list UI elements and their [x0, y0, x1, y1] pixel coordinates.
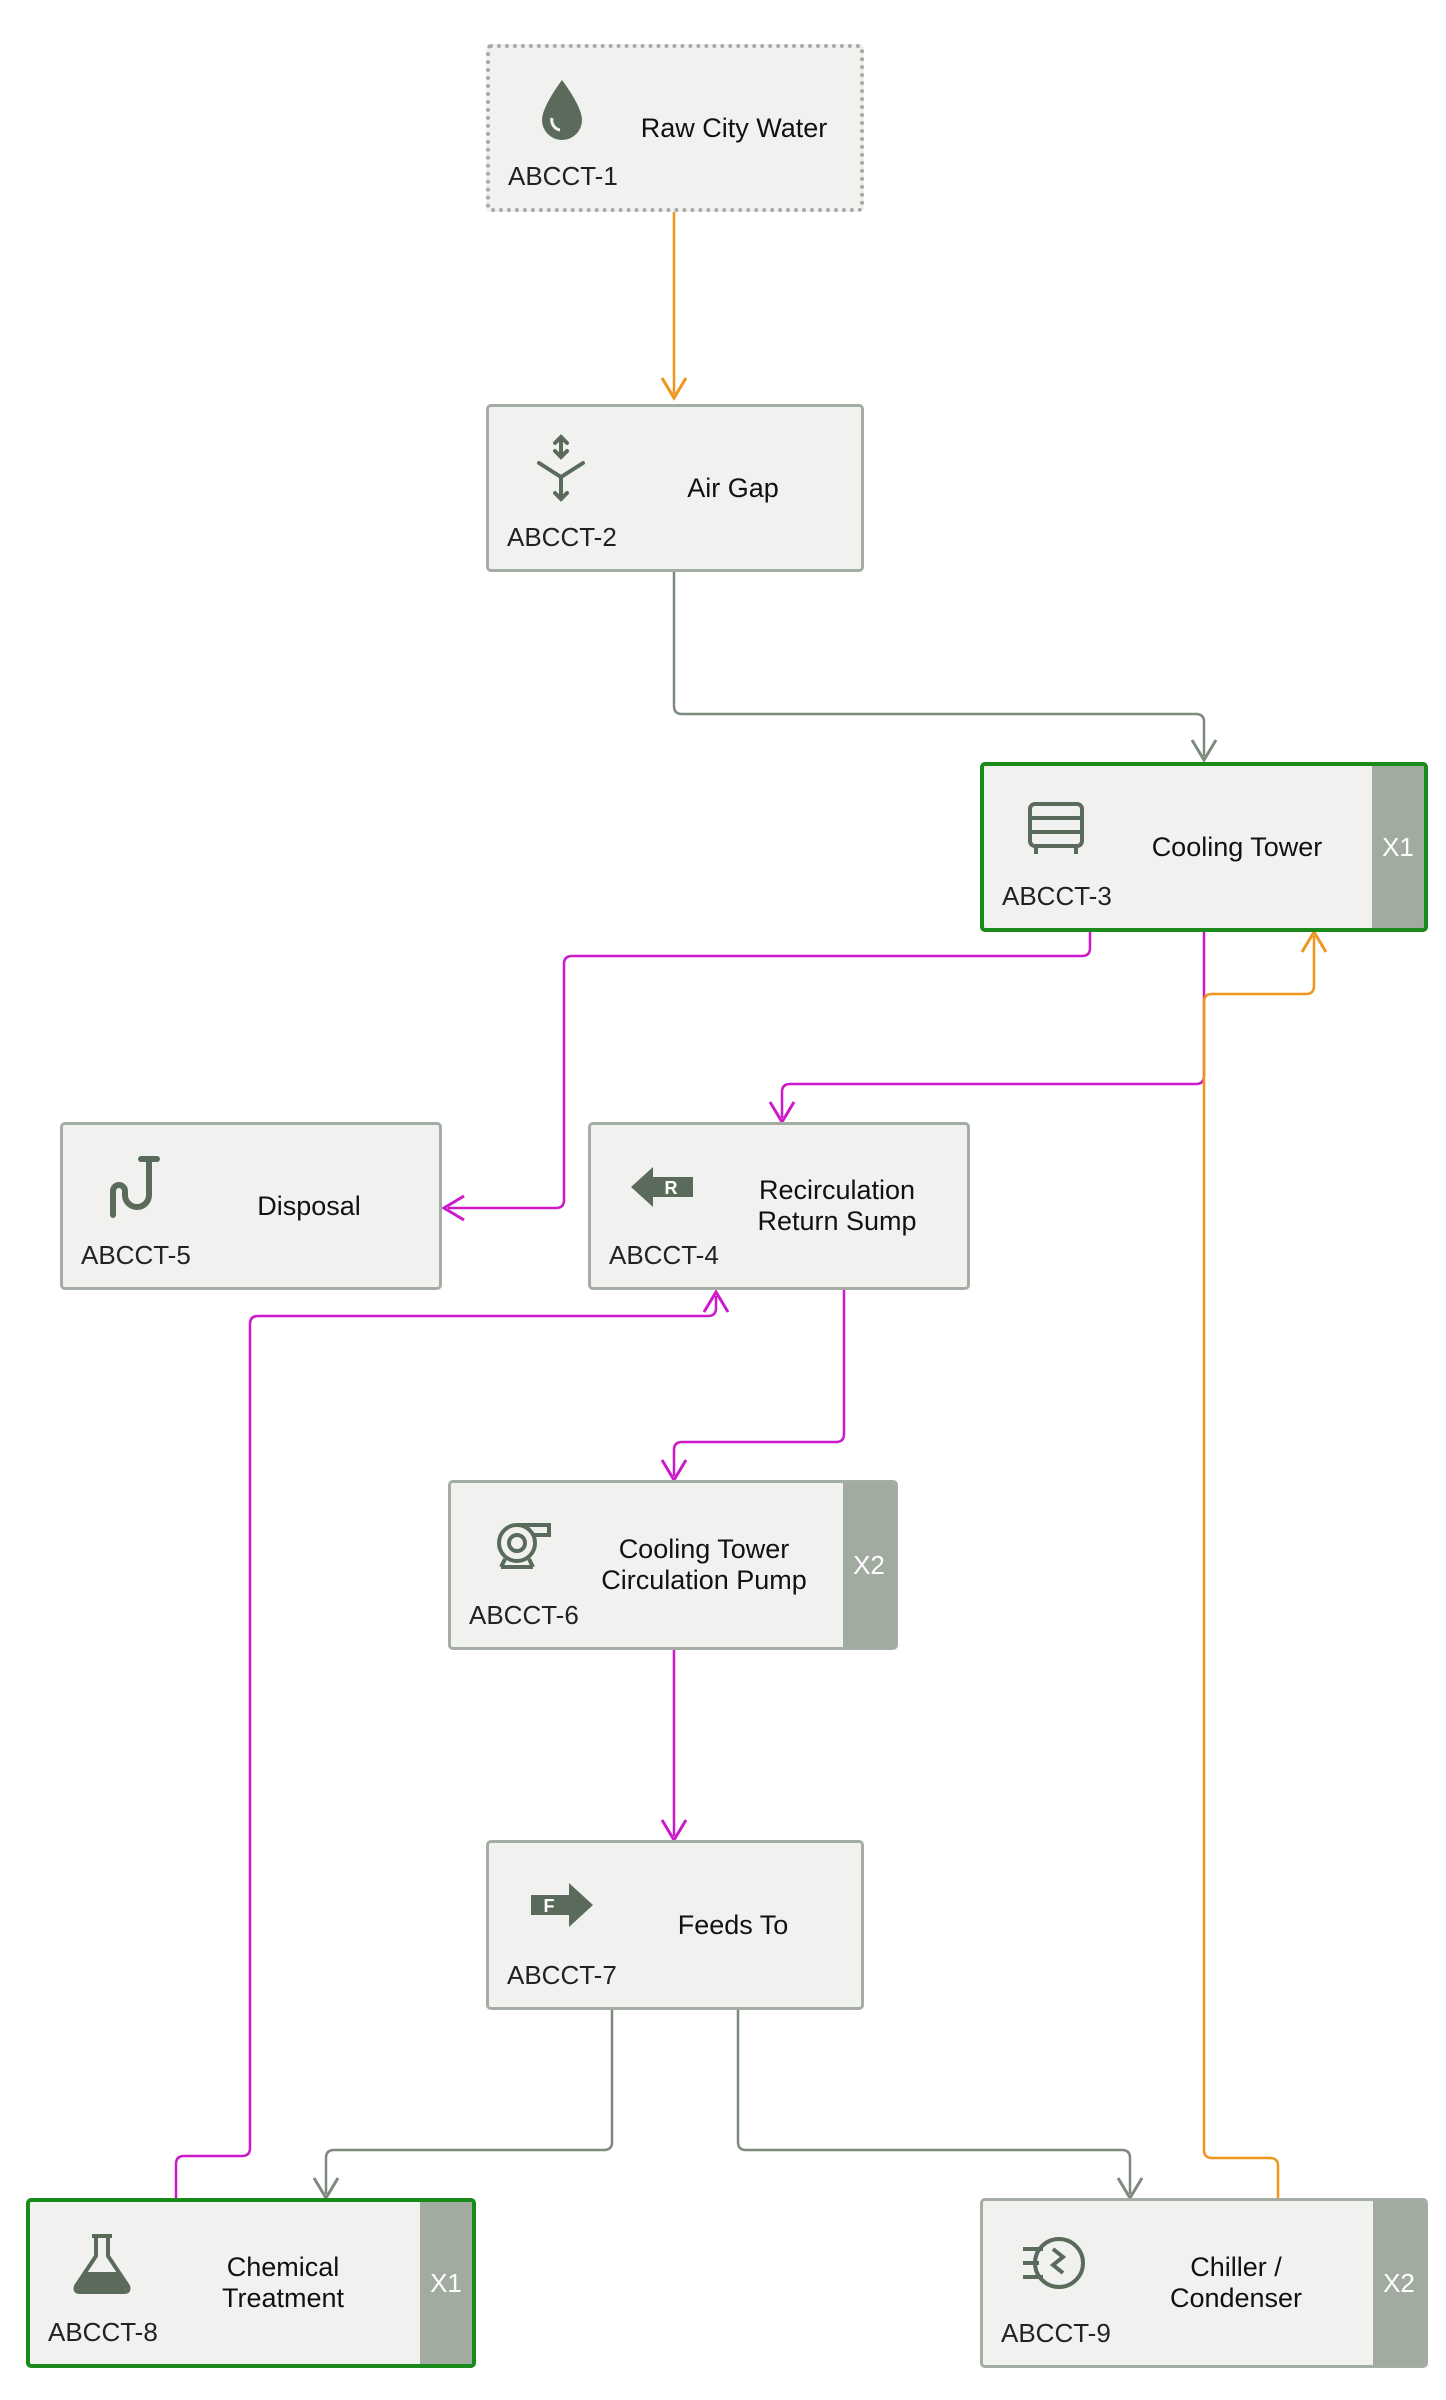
node-label: Raw City Water [640, 112, 828, 143]
feeds-to-icon: F [531, 1883, 593, 1927]
node-code: ABCCT-2 [507, 522, 617, 552]
node-code: ABCCT-3 [1002, 881, 1112, 911]
node-label: Feeds To [677, 1909, 789, 1940]
node-label: Chiller / Condenser [1169, 2252, 1303, 2313]
node-label: Recirculation Return Sump [757, 1175, 917, 1236]
edge-abcct7-to-abcct9 [736, 2010, 1144, 2201]
edge-abcct2-to-abcct3 [672, 572, 1218, 763]
node-air-gap[interactable]: Air Gap ABCCT-2 [486, 404, 864, 572]
node-label: Chemical Treatment [221, 2252, 345, 2313]
edge-abcct7-to-abcct8 [312, 2010, 614, 2201]
return-sump-icon: R [631, 1167, 693, 1207]
node-cooling-tower-circulation-pump[interactable]: Cooling Tower Circulation Pump ABCCT-6 X… [448, 1480, 898, 1650]
water-drop-icon [542, 80, 582, 140]
air-gap-icon [537, 434, 585, 502]
count-badge: X1 [420, 2202, 472, 2364]
icon-letter: F [544, 1896, 555, 1916]
edge-abcct3-to-abcct5 [441, 930, 1092, 1222]
node-cooling-tower[interactable]: Cooling Tower ABCCT-3 X1 [980, 762, 1428, 932]
node-code: ABCCT-9 [1001, 2318, 1111, 2348]
cooling-tower-icon [1028, 802, 1084, 854]
drain-pipe-icon [110, 1156, 160, 1218]
node-code: ABCCT-4 [609, 1240, 719, 1270]
node-label: Air Gap [687, 472, 779, 503]
node-chemical-treatment[interactable]: Chemical Treatment ABCCT-8 X1 [26, 2198, 476, 2368]
edge-abcct4-to-abcct6 [660, 1290, 846, 1483]
edge-abcct8-to-abcct4 [174, 1289, 730, 2198]
node-code: ABCCT-1 [508, 161, 618, 191]
node-disposal[interactable]: Disposal ABCCT-5 [60, 1122, 442, 1290]
icon-letter: R [665, 1178, 678, 1198]
edge-abcct9-to-abcct3 [1202, 929, 1328, 2198]
node-label: Disposal [257, 1190, 361, 1221]
edge-abcct6-to-abcct7 [660, 1650, 688, 1843]
node-recirculation-return-sump[interactable]: R Recirculation Return Sump ABCCT-4 [588, 1122, 970, 1290]
node-code: ABCCT-6 [469, 1600, 579, 1630]
count-badge: X2 [843, 1483, 895, 1647]
count-badge: X1 [1372, 766, 1424, 928]
chiller-icon [1023, 2237, 1085, 2289]
edge-abcct3-to-abcct4 [768, 930, 1206, 1125]
count-badge: X2 [1373, 2201, 1425, 2365]
node-raw-city-water[interactable]: Raw City Water ABCCT-1 [486, 44, 864, 212]
edge-abcct1-to-abcct2 [660, 212, 688, 401]
node-code: ABCCT-7 [507, 1960, 617, 1990]
node-label: Cooling Tower Circulation Pump [601, 1534, 807, 1595]
node-label: Cooling Tower [1151, 831, 1323, 862]
pump-icon [497, 1523, 551, 1569]
node-code: ABCCT-8 [48, 2317, 158, 2347]
flask-icon [73, 2234, 131, 2294]
node-chiller-condenser[interactable]: Chiller / Condenser ABCCT-9 X2 [980, 2198, 1428, 2368]
node-feeds-to[interactable]: F Feeds To ABCCT-7 [486, 1840, 864, 2010]
node-code: ABCCT-5 [81, 1240, 191, 1270]
